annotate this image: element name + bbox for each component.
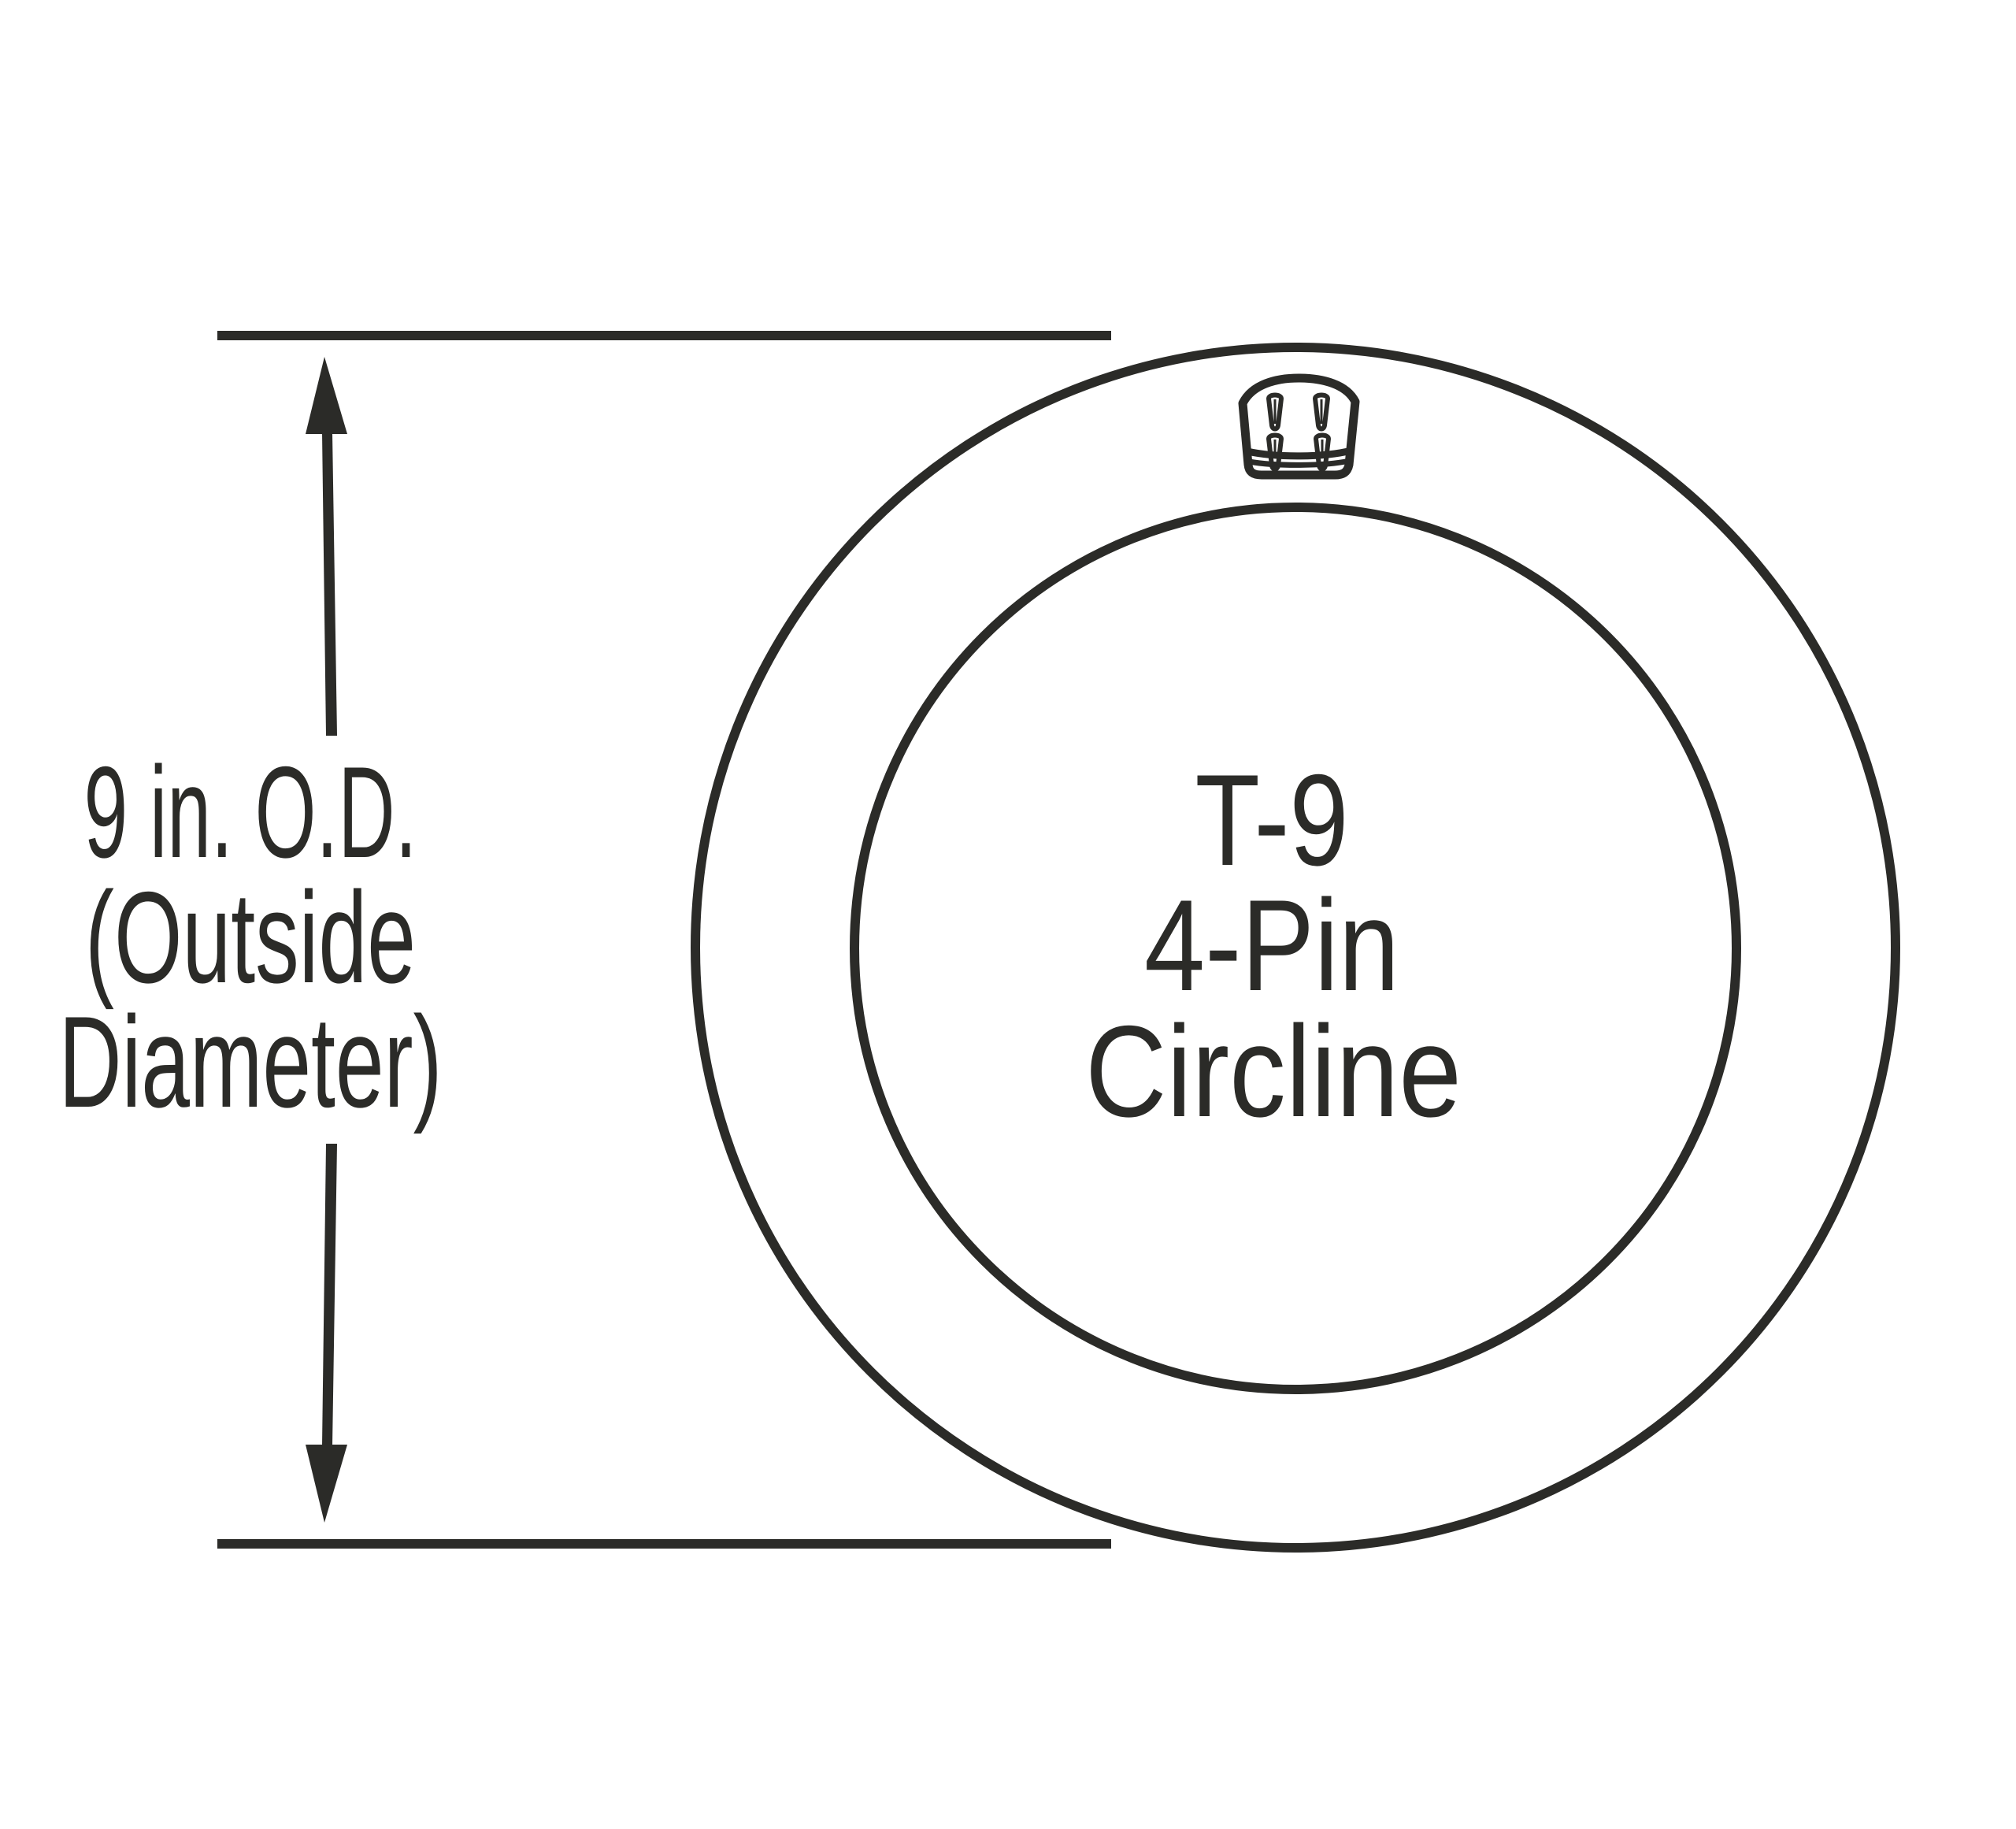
dimension-label-line-2: (Outside xyxy=(85,865,416,1010)
connector-pin-upper-left xyxy=(1266,392,1284,432)
dimension-label: 9 in. O.D. (Outside Diameter) xyxy=(59,740,443,1134)
lamp-label-shape: Circline xyxy=(1085,999,1462,1144)
arrow-down-icon xyxy=(306,1144,347,1523)
lamp-label: T-9 4-Pin Circline xyxy=(1085,748,1462,1144)
lamp-label-pins: 4-Pin xyxy=(1144,873,1399,1018)
arrow-up-shaft xyxy=(322,432,337,736)
bottom-extension-line xyxy=(217,1539,1111,1549)
tube-outer-circle xyxy=(691,343,1900,1553)
arrow-up-head xyxy=(306,357,347,434)
4-pin-connector-icon xyxy=(1238,373,1360,480)
connector-pin-lower-right xyxy=(1313,432,1332,472)
connector-pin-upper-right xyxy=(1312,392,1331,432)
arrow-down-head xyxy=(306,1445,347,1523)
dimension-label-line-1: 9 in. O.D. xyxy=(84,740,417,885)
arrow-down-shaft xyxy=(322,1144,337,1446)
connector-band-upper xyxy=(1247,447,1353,460)
connector-housing xyxy=(1238,373,1360,480)
tube-inner-circle xyxy=(850,503,1741,1394)
connector-band-lower xyxy=(1248,458,1351,468)
lamp-label-tube-size: T-9 xyxy=(1195,748,1349,892)
connector-pin-lower-left xyxy=(1266,432,1284,472)
arrow-up-icon xyxy=(306,357,347,736)
top-extension-line xyxy=(217,331,1111,340)
dimension-label-line-3: Diameter) xyxy=(59,989,443,1134)
